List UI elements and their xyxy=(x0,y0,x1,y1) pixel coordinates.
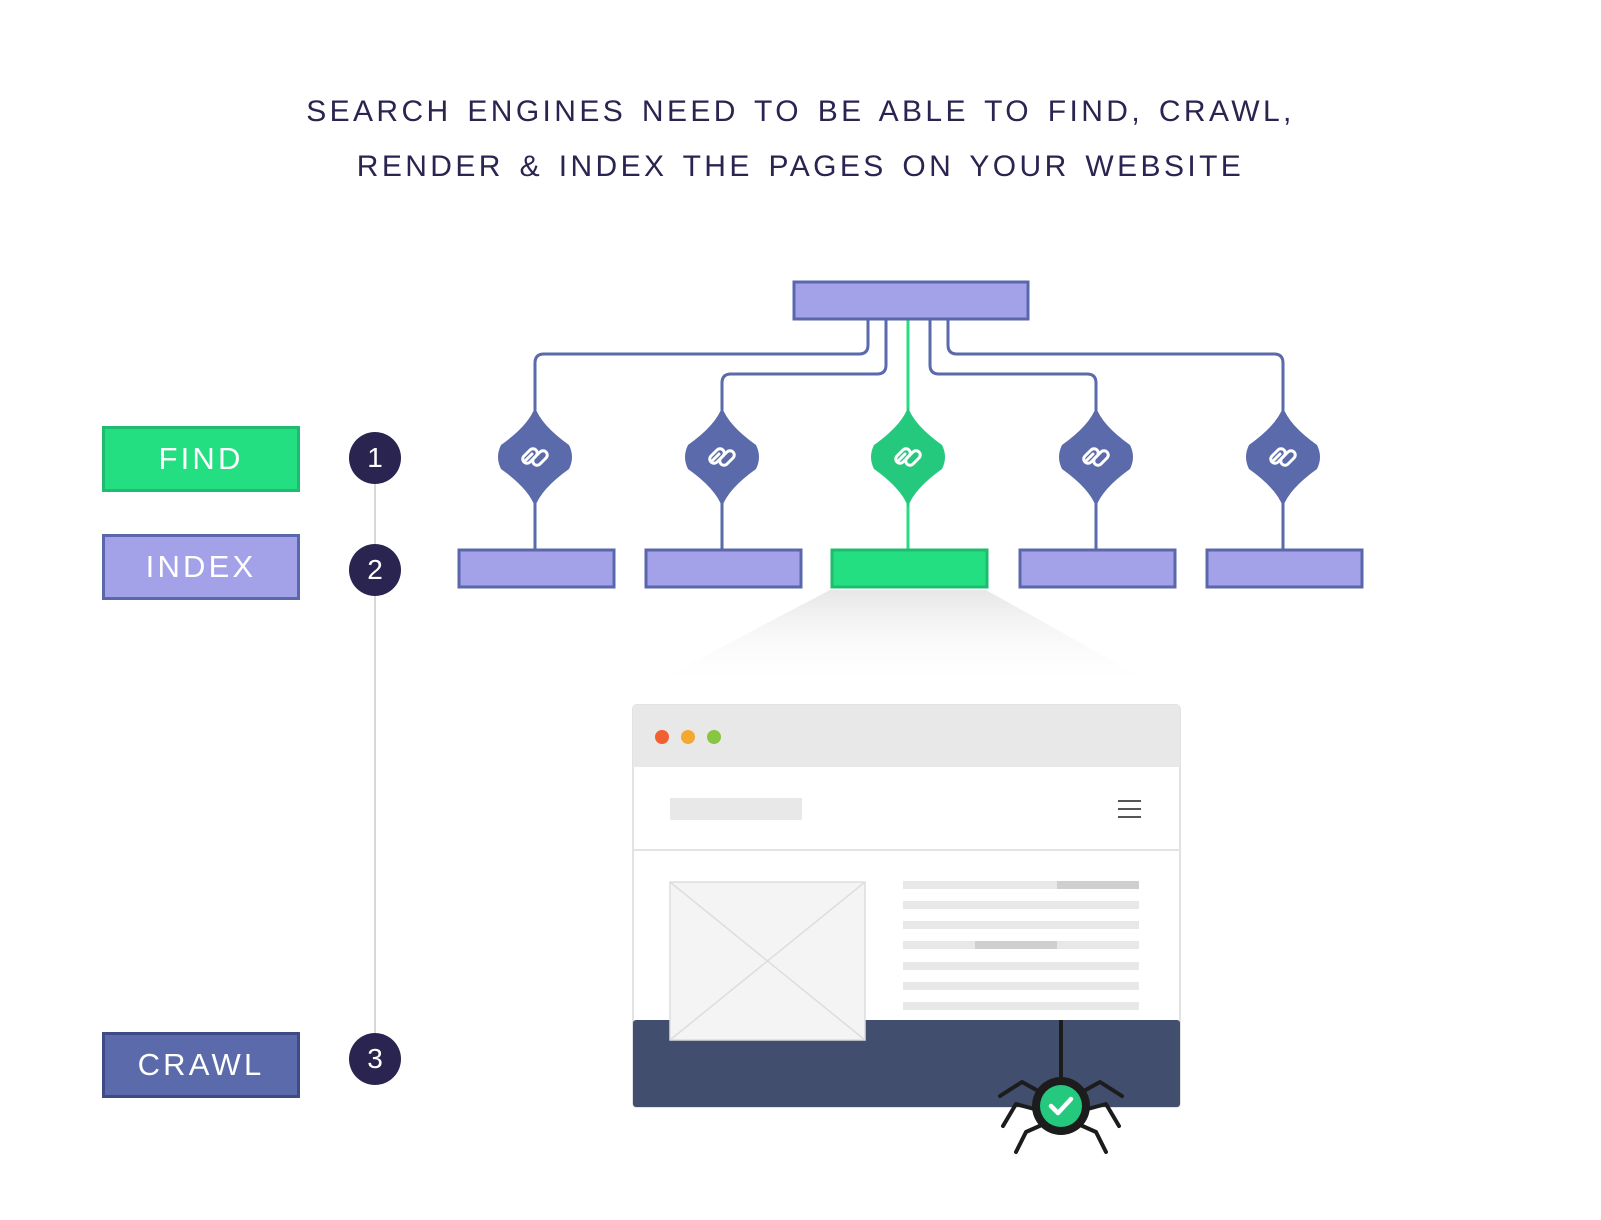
image-placeholder xyxy=(669,881,866,1041)
link-node-2 xyxy=(685,407,759,507)
checkmark-icon xyxy=(1048,1096,1074,1116)
browser-titlebar xyxy=(633,705,1180,767)
link-node-1 xyxy=(498,407,572,507)
step-number-2: 2 xyxy=(349,544,401,596)
child-page-node-4 xyxy=(1018,548,1177,589)
link-node-3-active xyxy=(871,407,945,507)
text-lines-placeholder xyxy=(903,881,1139,1010)
connector-1 xyxy=(533,318,870,410)
child-page-node-3-active xyxy=(830,548,989,589)
link-node-5 xyxy=(1246,407,1320,507)
child-page-node-2 xyxy=(644,548,803,589)
child-page-node-1 xyxy=(457,548,616,589)
diagram-title-line-2: RENDER & INDEX THE PAGES ON YOUR WEBSITE xyxy=(356,150,1245,183)
top-page-node xyxy=(792,280,1030,321)
window-minimize-dot xyxy=(681,730,695,744)
spider-icon xyxy=(998,1020,1124,1154)
window-maximize-dot xyxy=(707,730,721,744)
step-label-index: INDEX xyxy=(102,534,300,600)
child-page-node-5 xyxy=(1205,548,1364,589)
step-number-1: 1 xyxy=(349,432,401,484)
connector-4 xyxy=(928,318,1098,410)
step-number-3: 3 xyxy=(349,1033,401,1085)
diagram-title-line-1: SEARCH ENGINES NEED TO BE ABLE TO FIND, … xyxy=(306,95,1295,128)
site-logo-placeholder xyxy=(670,798,802,820)
browser-window xyxy=(632,704,1181,1108)
connector-2 xyxy=(720,318,888,410)
link-node-4 xyxy=(1059,407,1133,507)
step-label-find: FIND xyxy=(102,426,300,492)
hamburger-menu-icon xyxy=(1118,800,1141,818)
step-label-crawl: CRAWL xyxy=(102,1032,300,1098)
window-close-dot xyxy=(655,730,669,744)
zoom-funnel xyxy=(640,590,1165,690)
connector-5 xyxy=(946,318,1285,410)
